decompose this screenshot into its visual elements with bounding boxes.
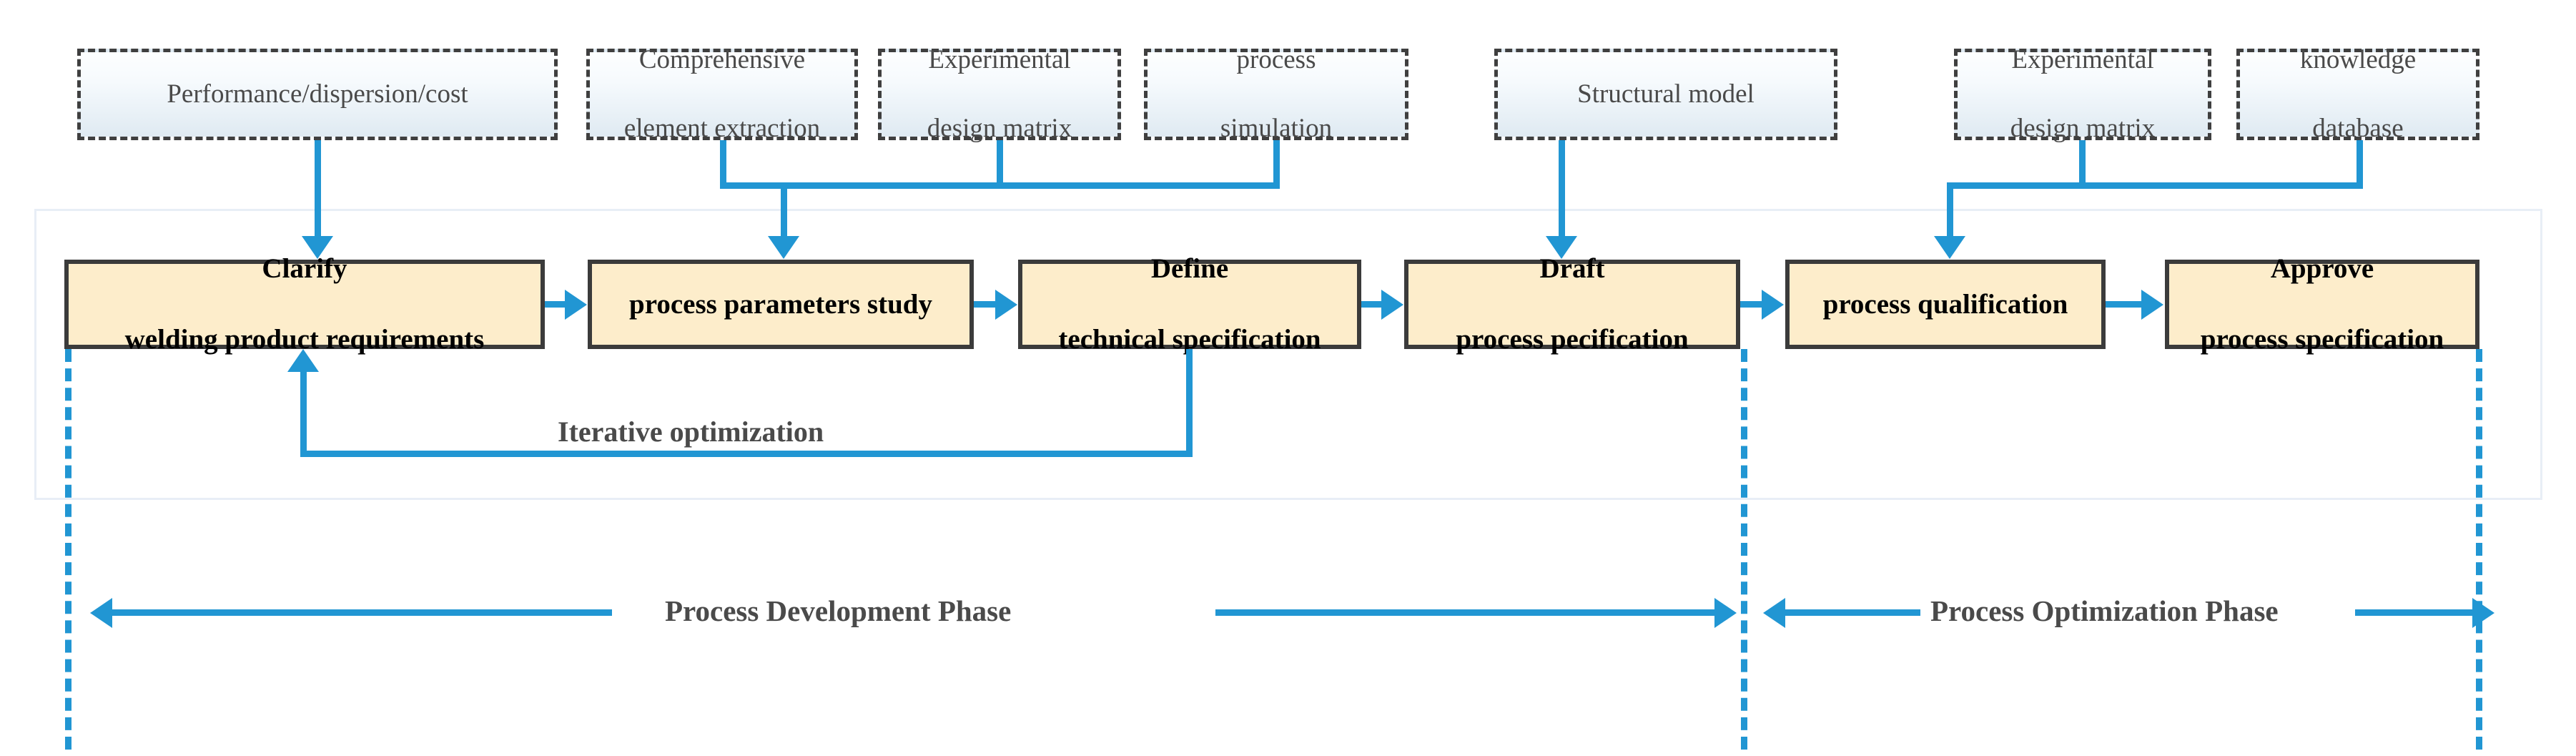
arrowhead-right-development-phase bbox=[1714, 598, 1737, 628]
connector-bus-left bbox=[720, 182, 1280, 189]
connector-qualify-to-approve bbox=[2106, 301, 2143, 308]
connector-comprehensive-drop bbox=[720, 140, 726, 186]
input-label-line2: database bbox=[2312, 114, 2404, 144]
input-label-line1: Structural model bbox=[1577, 79, 1755, 109]
arrowhead-right-params bbox=[565, 290, 587, 320]
process-label-line2: process pecification bbox=[1456, 324, 1689, 355]
process-label-line1: Define bbox=[1150, 252, 1229, 284]
process-box-process-parameters-study[interactable]: process parameters study bbox=[588, 260, 974, 349]
arrowhead-up-clarify bbox=[287, 349, 319, 372]
arrowhead-right-draft bbox=[1381, 290, 1403, 320]
arrowhead-left-optimization-phase bbox=[1763, 598, 1785, 628]
arrowhead-down-params bbox=[768, 236, 799, 259]
input-label-line1: Comprehensive bbox=[638, 44, 806, 74]
input-box-structural-model[interactable]: Structural model bbox=[1494, 49, 1837, 140]
arrowhead-right-define bbox=[995, 290, 1017, 320]
connector-knowledge-drop bbox=[2357, 140, 2363, 186]
input-label-line1: Performance/dispersion/cost bbox=[167, 79, 468, 109]
phase-line-development-right bbox=[1215, 609, 1716, 616]
process-box-process-qualification[interactable]: process qualification bbox=[1785, 260, 2106, 349]
process-development-frame bbox=[34, 209, 2542, 500]
connector-performance-to-clarify bbox=[315, 140, 321, 240]
process-label-line1: Approve bbox=[2270, 252, 2374, 284]
input-box-experimental-design-matrix-1[interactable]: Experimental design matrix bbox=[878, 45, 1121, 143]
connector-params-to-define bbox=[974, 301, 997, 308]
connector-define-to-draft bbox=[1361, 301, 1383, 308]
process-box-draft-process-specification[interactable]: Draft process pecification bbox=[1404, 253, 1740, 355]
arrowhead-down-clarify bbox=[302, 236, 333, 259]
input-label-line1: Experimental bbox=[2011, 44, 2154, 74]
process-label-line2: process specification bbox=[2200, 324, 2444, 355]
input-label-line2: element extraction bbox=[623, 114, 821, 144]
process-box-clarify[interactable]: Clarify welding product requirements bbox=[64, 253, 545, 355]
phase-divider-right bbox=[2476, 349, 2482, 750]
feedback-down-from-define bbox=[1186, 349, 1193, 456]
input-box-process-simulation[interactable]: process simulation bbox=[1144, 45, 1408, 143]
phase-label-development: Process Development Phase bbox=[665, 594, 1012, 627]
feedback-horizontal bbox=[300, 451, 1193, 457]
process-box-define-technical-specification[interactable]: Define technical specification bbox=[1018, 253, 1361, 355]
process-label-line1: process parameters study bbox=[629, 288, 932, 320]
input-box-comprehensive[interactable]: Comprehensive element extraction bbox=[586, 45, 858, 143]
arrowhead-left-development-phase bbox=[90, 598, 112, 628]
input-label-line1: knowledge bbox=[2299, 44, 2417, 74]
connector-simulation-drop bbox=[1273, 140, 1280, 186]
phase-divider-middle bbox=[1741, 349, 1747, 750]
arrowhead-down-qualify bbox=[1934, 236, 1965, 259]
input-label-line2: design matrix bbox=[927, 114, 1072, 144]
arrowhead-right-optimization-phase bbox=[2472, 598, 2494, 628]
input-box-performance[interactable]: Performance/dispersion/cost bbox=[77, 49, 558, 140]
connector-clarify-to-params bbox=[545, 301, 566, 308]
arrowhead-down-draft bbox=[1546, 236, 1577, 259]
arrowhead-right-qualify bbox=[1762, 290, 1784, 320]
process-box-approve-process-specification[interactable]: Approve process specification bbox=[2165, 253, 2479, 355]
input-label-line1: process bbox=[1236, 44, 1316, 74]
connector-bus-right bbox=[1947, 182, 2363, 189]
process-label-line1: Draft bbox=[1539, 252, 1605, 284]
input-label-line2: design matrix bbox=[2010, 114, 2156, 144]
iterative-optimization-label: Iterative optimization bbox=[558, 416, 824, 448]
input-label-line2: simulation bbox=[1220, 114, 1333, 144]
input-box-experimental-design-matrix-2[interactable]: Experimental design matrix bbox=[1954, 45, 2211, 143]
process-label-line1: process qualification bbox=[1822, 288, 2068, 320]
feedback-up-to-clarify bbox=[300, 372, 307, 456]
phase-divider-left bbox=[65, 349, 71, 750]
phase-line-optimization-right bbox=[2355, 609, 2475, 616]
process-label-line1: Clarify bbox=[262, 252, 347, 284]
connector-bus-right-to-qualify bbox=[1947, 182, 1953, 240]
input-box-knowledge-database[interactable]: knowledge database bbox=[2236, 45, 2479, 143]
connector-structural-to-draft bbox=[1559, 140, 1565, 240]
connector-expmatrix2-drop bbox=[2079, 140, 2086, 186]
connector-bus-left-to-params bbox=[781, 182, 787, 240]
connector-draft-to-qualify bbox=[1740, 301, 1764, 308]
connector-expmatrix1-drop bbox=[997, 140, 1003, 186]
phase-label-optimization: Process Optimization Phase bbox=[1930, 594, 2279, 627]
input-label-line1: Experimental bbox=[928, 44, 1071, 74]
arrowhead-right-approve bbox=[2141, 290, 2163, 320]
phase-line-development-left bbox=[112, 609, 612, 616]
phase-line-optimization-left bbox=[1785, 609, 1920, 616]
